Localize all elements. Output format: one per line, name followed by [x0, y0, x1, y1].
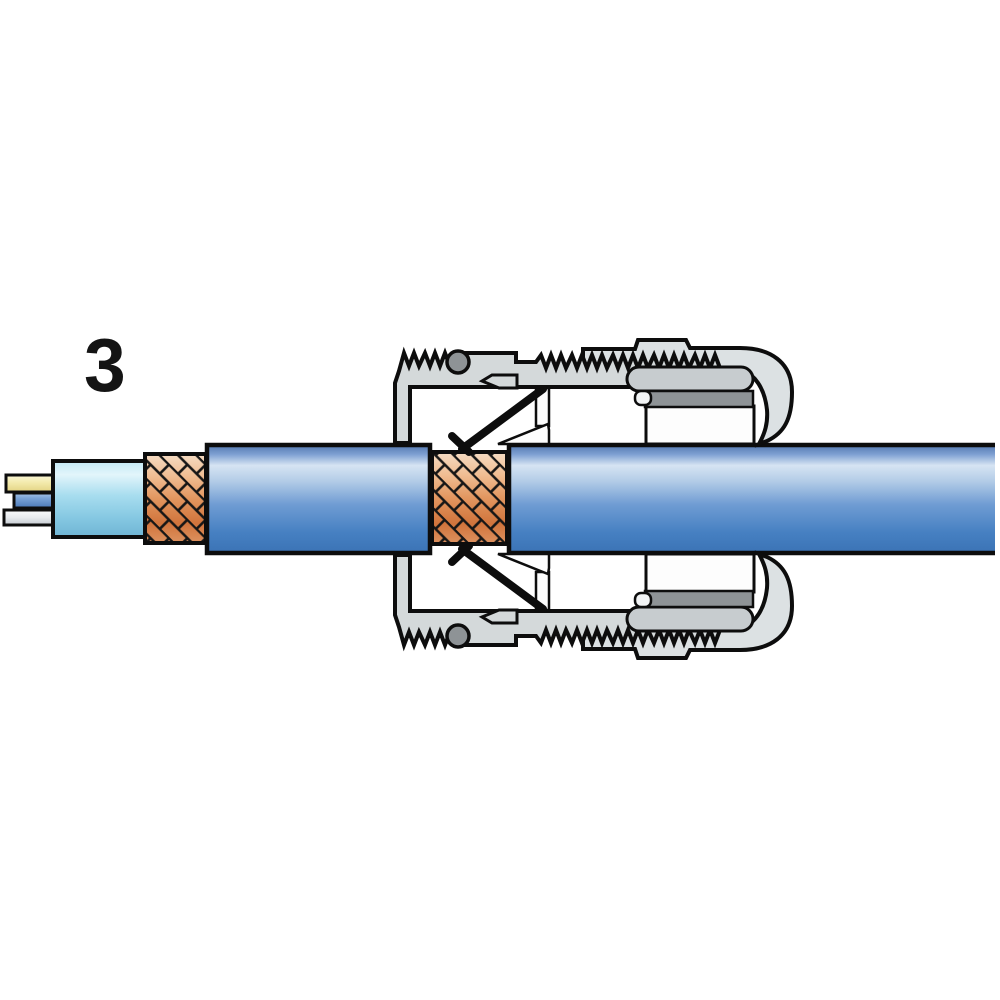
cable-jacket-right — [506, 442, 995, 556]
pressure-block — [644, 404, 756, 446]
seal-insert-end-cap — [633, 389, 653, 407]
shield-braid-exposed — [143, 452, 208, 545]
wire-white — [2, 508, 58, 527]
cable-jacket-left — [204, 442, 433, 556]
wire-blue — [12, 491, 58, 510]
step-number: 3 — [84, 323, 126, 407]
clamp-wedge — [497, 422, 551, 446]
gland-top-half — [393, 338, 795, 456]
shield-braid-under-gland — [430, 450, 509, 546]
contact-spring — [448, 385, 547, 456]
clamp-sleeve — [625, 365, 755, 393]
gland-bottom-half — [395, 546, 792, 658]
cable — [2, 442, 995, 556]
seal-insert — [643, 389, 755, 409]
lamella-claw — [478, 373, 519, 390]
inner-sheath — [51, 459, 148, 539]
wire-yellow — [4, 473, 58, 494]
o-ring — [445, 349, 471, 375]
